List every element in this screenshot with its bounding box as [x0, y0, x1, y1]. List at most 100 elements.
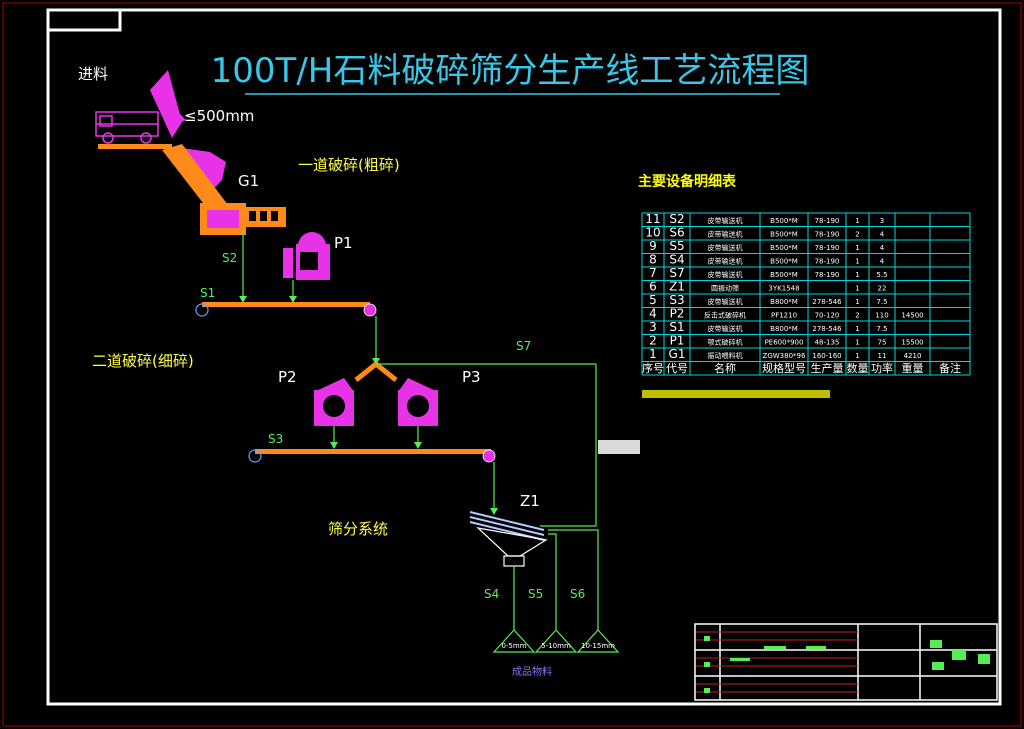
jaw-crusher-p1 [283, 232, 330, 280]
s5-label: S5 [528, 587, 543, 601]
table-header-cell: 重量 [902, 361, 924, 375]
table-cell: 1 [855, 325, 859, 333]
table-cell: 反击式破碎机 [704, 311, 746, 320]
table-cell: PF1210 [771, 312, 797, 320]
s2-label: S2 [222, 251, 237, 265]
table-cell: 4 [880, 244, 885, 252]
table-cell: 78-190 [815, 217, 840, 225]
vibrating-screen-z1 [469, 511, 548, 567]
table-cell: B800*M [770, 325, 798, 333]
table-cell: 2 [855, 312, 859, 320]
s1-label: S1 [200, 286, 215, 300]
table-cell: 3 [649, 320, 657, 334]
table-cell: 75 [878, 339, 887, 347]
table-cell: 皮带输送机 [708, 230, 743, 239]
table-cell: 皮带输送机 [708, 297, 743, 306]
table-cell: 皮带输送机 [708, 270, 743, 279]
flow-arrow-screen [490, 508, 498, 515]
stage1-label: 一道破碎(粗碎) [298, 156, 400, 174]
table-cell: 3YK1548 [768, 285, 799, 293]
p3-label: P3 [462, 368, 481, 386]
equipment-table-heading: 主要设备明细表 [638, 173, 737, 190]
table-cell: 5.5 [876, 271, 887, 279]
table-cell: 颚式破碎机 [708, 338, 743, 347]
frame-corner-tab [46, 8, 122, 32]
table-cell: PE600*900 [765, 339, 804, 347]
belt-s3-head-pulley [482, 449, 496, 463]
table-cell: S5 [669, 239, 684, 253]
impact-crusher-p2 [314, 378, 354, 426]
s3-label: S3 [268, 432, 283, 446]
product-pile-2 [534, 629, 578, 653]
table-cell: 6 [649, 280, 657, 294]
product-label: 成品物料 [512, 665, 552, 678]
table-cell: 9 [649, 239, 657, 253]
table-cell: S2 [669, 212, 684, 226]
table-cell: 110 [875, 312, 888, 320]
table-cell: B500*M [770, 271, 798, 279]
table-cell: B500*M [770, 231, 798, 239]
table-cell: 4 [880, 258, 885, 266]
table-cell: 7 [649, 266, 657, 280]
z1-label: Z1 [520, 492, 540, 510]
table-cell: S6 [669, 226, 684, 240]
table-cell: 14500 [901, 312, 923, 320]
table-cell: 1 [855, 271, 859, 279]
table-cell: 1 [855, 285, 859, 293]
feeder-grate [244, 207, 286, 227]
table-cell: 8 [649, 253, 657, 267]
feed-size-label: ≤500mm [184, 107, 254, 125]
table-cell: P1 [670, 334, 685, 348]
s7-label: S7 [516, 339, 531, 353]
table-cell: 圆振动筛 [711, 284, 739, 293]
table-header-cell: 功率 [871, 361, 893, 375]
flow-line-s6 [548, 529, 599, 630]
table-header-cell: 序号 [642, 361, 664, 375]
table-cell: 78-190 [815, 244, 840, 252]
table-cell: 7.5 [876, 298, 887, 306]
splitter-chute [354, 360, 398, 382]
table-cell: 振动喂料机 [708, 351, 743, 360]
table-cell: S7 [669, 266, 684, 280]
table-cell: B800*M [770, 298, 798, 306]
table-cell: 7.5 [876, 325, 887, 333]
dump-truck-icon [95, 111, 159, 144]
belt-conveyor-s1 [202, 302, 370, 307]
table-cell: 78-190 [815, 258, 840, 266]
table-cell: B500*M [770, 258, 798, 266]
table-cell: 1 [855, 339, 859, 347]
table-cell: 2 [855, 231, 859, 239]
table-cell: 11 [645, 212, 660, 226]
table-cell: 1 [855, 244, 859, 252]
truck-bed [150, 70, 182, 138]
flow-arrow-p1 [289, 296, 297, 303]
table-cell: 22 [878, 285, 887, 293]
table-header-cell: 名称 [714, 361, 736, 375]
table-cell: 1 [855, 258, 859, 266]
table-cell: 1 [855, 217, 859, 225]
table-cell: 2 [649, 334, 657, 348]
product-size-2: 5-10mm [541, 642, 571, 650]
s4-label: S4 [484, 587, 499, 601]
table-cell: 皮带输送机 [708, 257, 743, 266]
table-cell: 15500 [901, 339, 923, 347]
table-cell: 278-546 [812, 298, 842, 306]
table-cell: 4 [649, 307, 657, 321]
table-header-cell: 备注 [939, 361, 961, 375]
g1-label: G1 [238, 172, 259, 190]
impact-crusher-p3 [398, 378, 438, 426]
table-cell: 4 [880, 231, 885, 239]
table-cell: 48-135 [815, 339, 840, 347]
table-cell: B500*M [770, 217, 798, 225]
feed-arrow [176, 112, 186, 124]
flow-arrow-p3-out [414, 442, 422, 449]
truck-platform [98, 144, 172, 149]
table-cell: S4 [669, 253, 684, 267]
table-header-cell: 生产量 [811, 361, 844, 375]
title-block-red-rules [696, 631, 858, 693]
belt-conveyor-s3 [255, 449, 491, 454]
flow-arrow-p2-out [330, 442, 338, 449]
s7-annotation-blur [598, 440, 640, 454]
